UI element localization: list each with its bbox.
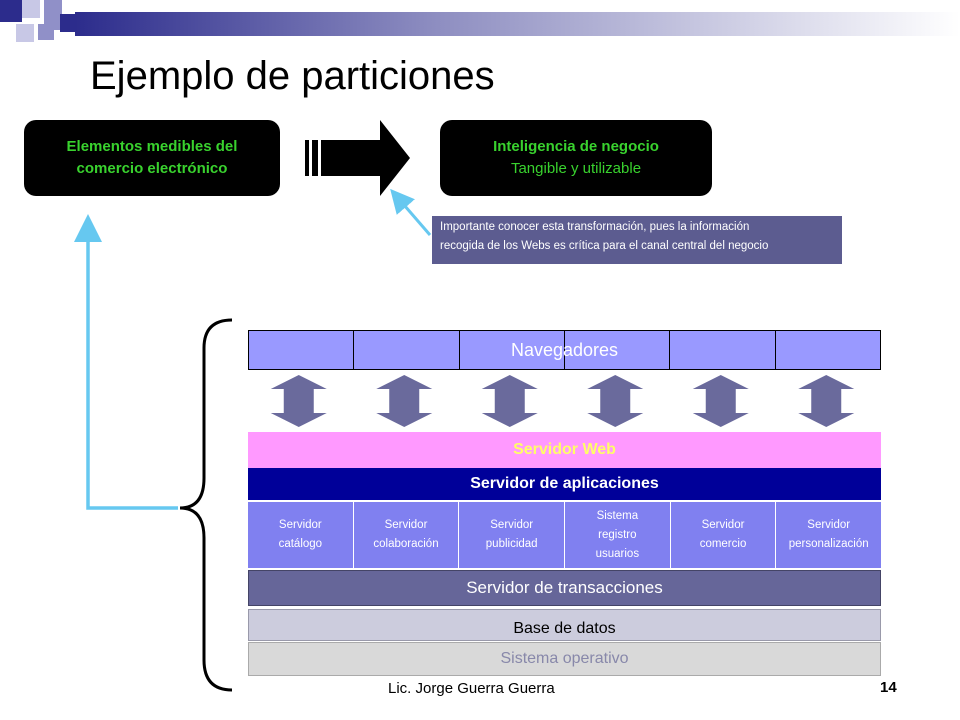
brace-icon	[179, 318, 233, 692]
servidor-transacciones-band: Servidor de transacciones	[248, 570, 881, 606]
servidor-aplicaciones-band: Servidor de aplicaciones	[248, 468, 881, 500]
servidor-web-band: Servidor Web	[248, 432, 881, 468]
footer-author: Lic. Jorge Guerra Guerra	[388, 680, 555, 697]
box-right-line1: Inteligencia de negocio	[493, 138, 659, 155]
server-line: publicidad	[485, 538, 538, 550]
deco-square	[22, 0, 40, 18]
server-line: Servidor	[701, 519, 745, 531]
header-decoration	[0, 0, 960, 50]
note-line2: recogida de los Webs es crítica para el …	[440, 240, 769, 252]
navegador-cell	[354, 330, 460, 370]
server-catalogo: Servidor catálogo	[248, 502, 354, 568]
navegador-cell	[564, 330, 671, 370]
server-publicidad: Servidor publicidad	[459, 502, 566, 568]
transformation-arrow-icon	[305, 120, 410, 196]
server-registro-usuarios: Sistema registro usuarios	[565, 502, 671, 568]
server-line: personalización	[788, 538, 869, 550]
server-line: comercio	[699, 538, 747, 550]
server-line: Sistema	[596, 509, 639, 522]
feedback-connector-line	[74, 214, 178, 510]
servidor-transacciones-label: Servidor de transacciones	[466, 578, 663, 597]
server-line: Servidor	[490, 519, 534, 531]
box-elementos-medibles: Elementos medibles del comercio electrón…	[24, 120, 280, 196]
box-left-line1: Elementos medibles del	[66, 138, 238, 155]
header-gradient-bar	[75, 12, 960, 36]
note-box: Importante conocer esta transformación, …	[432, 216, 842, 264]
server-line: Servidor	[278, 519, 322, 531]
box-right-line2: Tangible y utilizable	[510, 160, 642, 177]
server-line: usuarios	[595, 547, 640, 560]
server-line: Servidor	[807, 519, 851, 531]
double-arrow-icon	[798, 375, 855, 427]
double-arrow-icon	[481, 375, 538, 427]
servidor-web-label: Servidor Web	[513, 441, 616, 458]
sistema-operativo-band: Sistema operativo	[248, 642, 881, 676]
server-line: registro	[598, 528, 637, 541]
page-number: 14	[880, 679, 897, 696]
double-arrow-icon	[692, 375, 749, 427]
server-line: catálogo	[278, 538, 323, 550]
double-arrow-icon	[587, 375, 644, 427]
server-line: Servidor	[384, 519, 428, 531]
base-datos-label: Base de datos	[513, 620, 616, 637]
navegadores-row	[248, 330, 881, 370]
server-personalizacion: Servidor personalización	[776, 502, 882, 568]
double-arrow-icon	[270, 375, 327, 427]
server-comercio: Servidor comercio	[670, 502, 777, 568]
navegador-cell	[775, 330, 881, 370]
deco-square	[0, 0, 22, 22]
deco-square	[44, 0, 62, 30]
note-line1: Importante conocer esta transformación, …	[440, 221, 750, 233]
box-left-line2: comercio electrónico	[76, 160, 228, 177]
navegador-cell	[248, 330, 355, 370]
server-line: colaboración	[373, 538, 439, 550]
double-arrow-icon	[376, 375, 433, 427]
note-connector-line	[390, 188, 432, 236]
navegador-cell	[459, 330, 565, 370]
deco-square	[38, 24, 54, 40]
page-title: Ejemplo de particiones	[90, 54, 495, 98]
box-inteligencia-negocio: Inteligencia de negocio Tangible y utili…	[440, 120, 712, 196]
deco-square	[16, 24, 34, 42]
deco-square	[60, 14, 78, 32]
servers-row: Servidor catálogo Servidor colaboración Se…	[248, 502, 882, 568]
sistema-operativo-label: Sistema operativo	[500, 650, 629, 667]
base-datos-band: Base de datos	[248, 609, 881, 641]
double-arrows	[270, 375, 855, 427]
server-colaboracion: Servidor colaboración	[353, 502, 460, 568]
navegador-cell	[670, 330, 776, 370]
servidor-aplicaciones-label: Servidor de aplicaciones	[470, 475, 659, 492]
